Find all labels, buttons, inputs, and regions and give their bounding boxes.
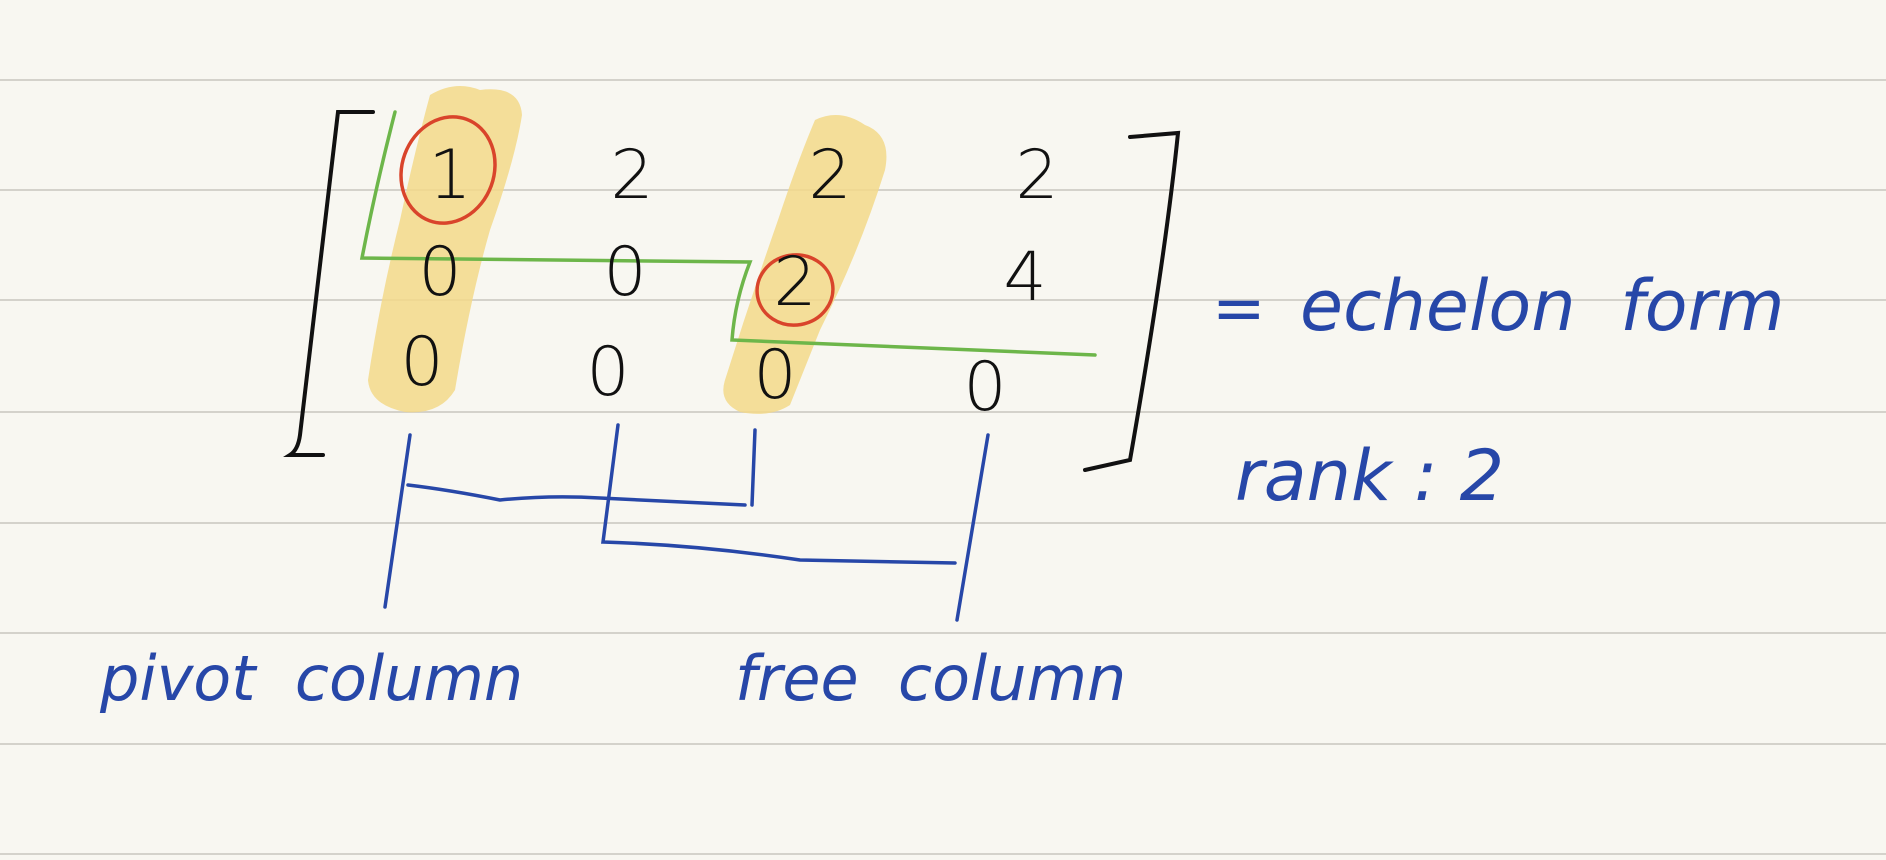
matrix-entry: 1 <box>428 136 471 215</box>
matrix-entry: 2 <box>610 136 653 215</box>
matrix-entries: 1 2 2 2 0 0 2 4 0 0 0 0 <box>400 136 1058 427</box>
staircase-line <box>359 110 1097 357</box>
pivot-circle-2 <box>755 253 835 327</box>
matrix-entry: 0 <box>586 333 629 412</box>
matrix-entry: 0 <box>963 348 1006 427</box>
free-column-connector <box>601 423 990 622</box>
matrix-entry: 2 <box>808 136 851 215</box>
ruled-lines <box>0 79 1886 855</box>
left-bracket <box>283 110 375 457</box>
matrix-entry: 2 <box>773 243 816 322</box>
column-connectors <box>383 423 990 622</box>
rank-label: rank : 2 <box>1235 435 1504 517</box>
annotations: = echelon form rank : 2 pivot column fre… <box>99 265 1785 715</box>
matrix-entry: 0 <box>400 323 443 402</box>
echelon-form-label: echelon form <box>1300 265 1785 347</box>
pivot-circle-1 <box>399 115 497 225</box>
highlight-column-1 <box>368 86 522 413</box>
matrix-entry: 2 <box>1015 136 1058 215</box>
matrix-entry: 0 <box>418 233 461 312</box>
pivot-column-connector <box>383 428 757 609</box>
pivot-column-label: pivot column <box>99 642 523 715</box>
matrix-entry: 0 <box>603 233 646 312</box>
matrix-brackets <box>283 110 1181 472</box>
pivot-highlights <box>368 86 887 414</box>
matrix-entry: 0 <box>753 336 796 415</box>
free-column-label: free column <box>735 642 1126 715</box>
matrix-entry: 4 <box>1003 238 1046 317</box>
highlight-column-3 <box>723 115 887 414</box>
right-bracket <box>1083 130 1181 472</box>
equals-sign: = <box>1212 272 1266 346</box>
pivot-circles <box>399 115 835 327</box>
